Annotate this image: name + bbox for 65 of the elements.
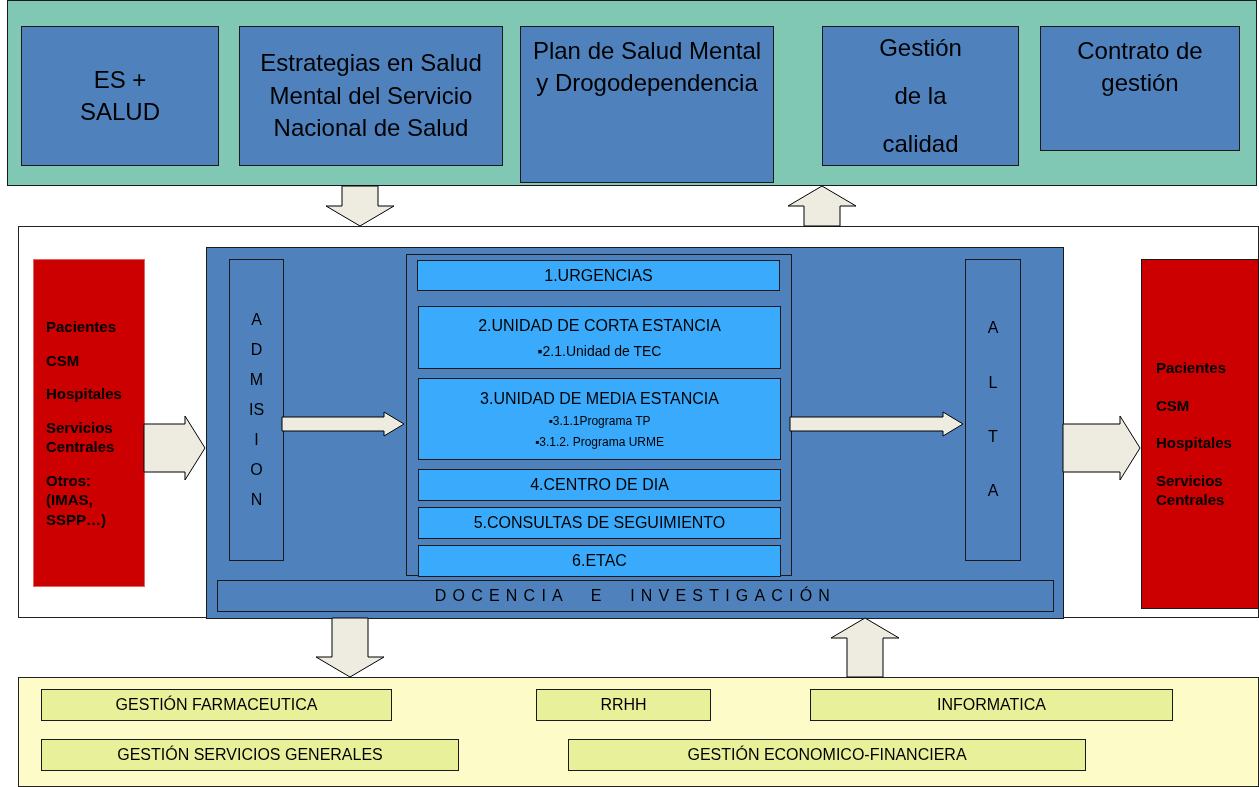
support-label: GESTIÓN SERVICIOS GENERALES <box>117 745 383 765</box>
plan-box <box>822 26 1019 166</box>
box-label: Plan de Salud Mental y Drogodependencia <box>531 36 763 99</box>
unit-label: ▪3.1.1Programa TP <box>548 414 651 429</box>
block-arrow <box>787 185 857 227</box>
destination-panel <box>1141 259 1259 609</box>
support-box <box>568 739 1086 771</box>
unit-label: 1.URGENCIAS <box>544 265 653 286</box>
box-label: Contrato de gestión <box>1076 36 1204 99</box>
support-label: GESTIÓN FARMACEUTICA <box>115 695 318 715</box>
support-panel <box>18 677 1259 787</box>
block-arrow <box>325 185 395 227</box>
unit-label: 3.UNIDAD DE MEDIA ESTANCIA <box>480 389 719 409</box>
destination-label: CSM <box>1156 395 1190 416</box>
unit-box <box>418 469 781 501</box>
box-label: ES + SALUD <box>79 64 161 127</box>
destination-label: Hospitales <box>1156 433 1232 453</box>
support-label: RRHH <box>600 695 647 715</box>
unit-label: ▪2.1.Unidad de TEC <box>537 342 662 360</box>
unit-label: 5.CONSULTAS DE SEGUIMIENTO <box>473 513 726 533</box>
support-box <box>41 689 392 721</box>
destination-label: Pacientes <box>1156 358 1227 378</box>
block-arrow <box>315 617 385 678</box>
bar-label: DOCENCIA E INVESTIGACIÓN <box>434 586 837 606</box>
process-panel <box>18 226 1259 618</box>
origin-label: Otros: (IMAS, SSPP…) <box>46 470 107 529</box>
block-arrow <box>281 411 405 437</box>
box-label: Gestión de la calidad <box>878 33 963 159</box>
block-arrow <box>143 415 206 481</box>
support-box <box>41 739 459 771</box>
block-arrow <box>830 617 900 678</box>
admission-column <box>229 259 284 561</box>
unit-label: 2.UNIDAD DE CORTA ESTANCIA <box>478 315 721 335</box>
teaching-bar <box>217 580 1054 612</box>
discharge-column <box>965 259 1021 561</box>
unit-label: 4.CENTRO DE DIA <box>530 475 669 495</box>
destination-label: Servicios Centrales <box>1156 470 1226 510</box>
unit-label: 6.ETAC <box>572 551 627 571</box>
support-box <box>536 689 711 721</box>
plan-box <box>239 26 503 166</box>
support-label: INFORMATICA <box>937 695 1046 715</box>
plan-box <box>21 26 219 166</box>
unit-box <box>418 545 781 577</box>
origin-label: Hospitales <box>46 384 122 404</box>
unit-box <box>418 378 781 460</box>
block-arrow <box>1062 415 1141 481</box>
block-arrow <box>789 411 964 437</box>
column-label: ALTA <box>986 318 1000 502</box>
origin-panel <box>33 259 145 587</box>
origin-label: CSM <box>46 350 80 370</box>
unit-label: ▪3.1.2. Programa URME <box>535 434 664 449</box>
units-panel <box>406 254 792 576</box>
support-box <box>810 689 1173 721</box>
box-label: Estrategias en Salud Mental del Servicio Nacional de Salud <box>259 48 483 144</box>
origin-label: Servicios Centrales <box>46 417 116 457</box>
plan-panel <box>7 0 1257 186</box>
unit-box <box>418 507 781 539</box>
unit-box <box>417 260 780 291</box>
hospital-process-panel <box>206 247 1064 619</box>
plan-box <box>520 26 774 183</box>
column-label: ADMISION <box>248 310 265 510</box>
unit-box <box>418 306 781 369</box>
support-label: GESTIÓN ECONOMICO-FINANCIERA <box>687 745 967 765</box>
plan-box <box>1040 26 1240 151</box>
origin-label: Pacientes <box>46 317 117 337</box>
